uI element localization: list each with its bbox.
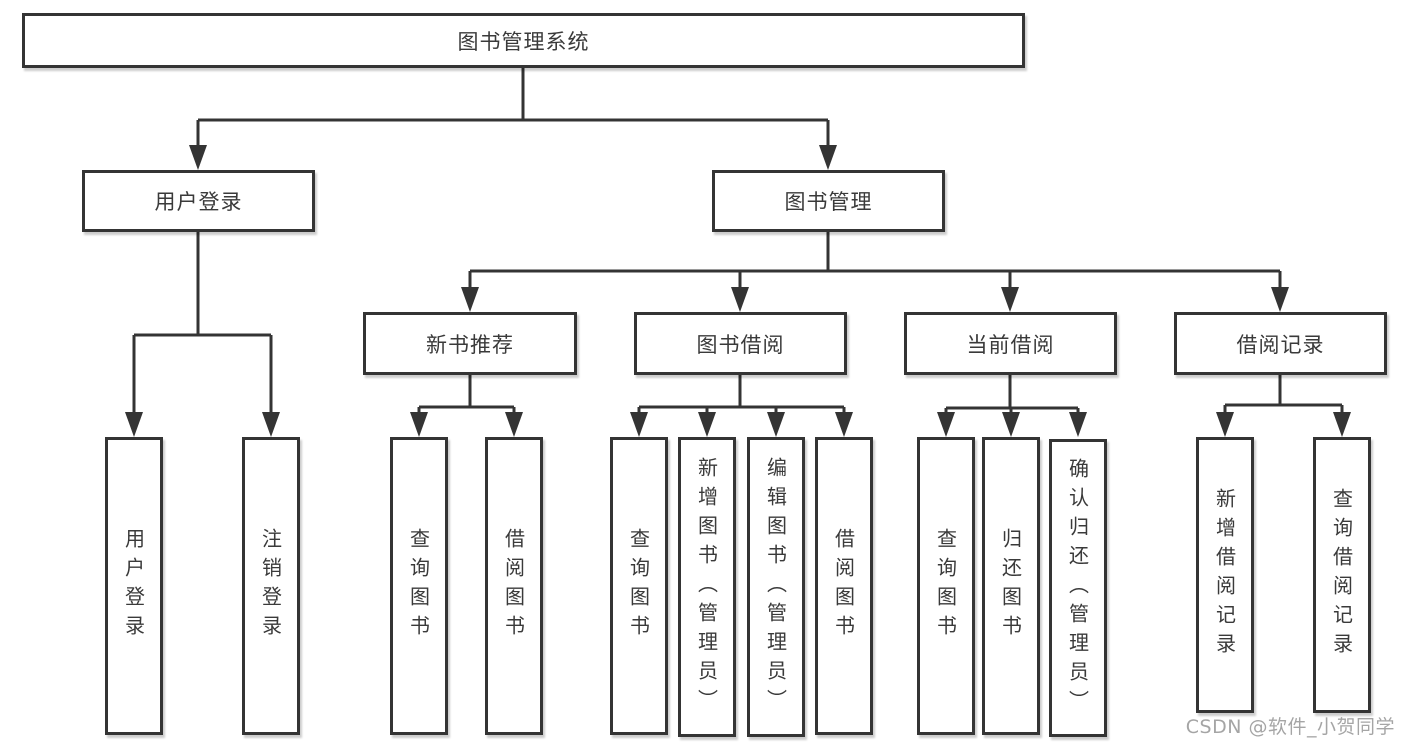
node-label: 确认归还（管理员）: [1065, 457, 1090, 719]
connector-book-management-children: [461, 232, 1289, 312]
connector-current-borrowing-children: [937, 375, 1087, 437]
node-label: 归还图书: [998, 528, 1023, 644]
node-label: 用户登录: [121, 528, 146, 644]
node-label: 用户登录: [154, 190, 243, 214]
node-user-login: 用户登录: [82, 170, 315, 232]
watermark: CSDN @软件_小贺同学: [1185, 716, 1395, 738]
node-book-borrowing: 图书借阅: [634, 312, 847, 375]
leaf-borrow-books-borrowing: 借阅图书: [815, 437, 873, 735]
connector-user-login-children: [125, 232, 280, 437]
leaf-return-books: 归还图书: [982, 437, 1040, 735]
node-label: 查询图书: [406, 528, 431, 644]
leaf-query-borrow-record: 查询借阅记录: [1313, 437, 1371, 713]
node-label: 查询图书: [933, 528, 958, 644]
leaf-add-book-admin: 新增图书（管理员）: [678, 437, 736, 737]
node-new-book-recommendation: 新书推荐: [363, 312, 577, 375]
node-current-borrowing: 当前借阅: [904, 312, 1117, 375]
leaf-logout-login: 注销登录: [242, 437, 300, 735]
leaf-user-login: 用户登录: [105, 437, 163, 735]
node-label: 借阅图书: [831, 528, 856, 644]
node-label: 编辑图书（管理员）: [763, 456, 788, 718]
node-label: 查询借阅记录: [1329, 488, 1354, 662]
node-label: 图书管理系统: [457, 29, 590, 54]
node-label: 图书管理: [784, 190, 873, 214]
node-label: 图书借阅: [696, 332, 785, 357]
node-label: 借阅图书: [501, 528, 526, 644]
leaf-query-books-recommend: 查询图书: [390, 437, 448, 735]
node-label: 当前借阅: [966, 332, 1055, 357]
node-book-management: 图书管理: [712, 170, 945, 232]
node-label: 新书推荐: [426, 332, 514, 357]
connector-root-to-level1: [189, 68, 837, 170]
leaf-borrow-books-recommend: 借阅图书: [485, 437, 543, 735]
node-borrowing-records: 借阅记录: [1174, 312, 1387, 375]
node-label: 查询图书: [626, 528, 651, 644]
node-library-management-system: 图书管理系统: [22, 13, 1025, 68]
leaf-confirm-return-admin: 确认归还（管理员）: [1049, 439, 1107, 737]
node-label: 注销登录: [258, 528, 283, 644]
connector-borrowing-records-children: [1216, 375, 1351, 437]
node-label: 新增图书（管理员）: [694, 456, 719, 718]
leaf-query-books-current: 查询图书: [917, 437, 975, 735]
leaf-query-books-borrowing: 查询图书: [610, 437, 668, 735]
leaf-edit-book-admin: 编辑图书（管理员）: [747, 437, 805, 737]
connector-book-borrowing-children: [630, 375, 853, 437]
leaf-add-borrow-record: 新增借阅记录: [1196, 437, 1254, 713]
connector-new-book-recommendation-children: [410, 375, 523, 437]
node-label: 新增借阅记录: [1212, 488, 1237, 662]
node-label: 借阅记录: [1236, 332, 1325, 357]
